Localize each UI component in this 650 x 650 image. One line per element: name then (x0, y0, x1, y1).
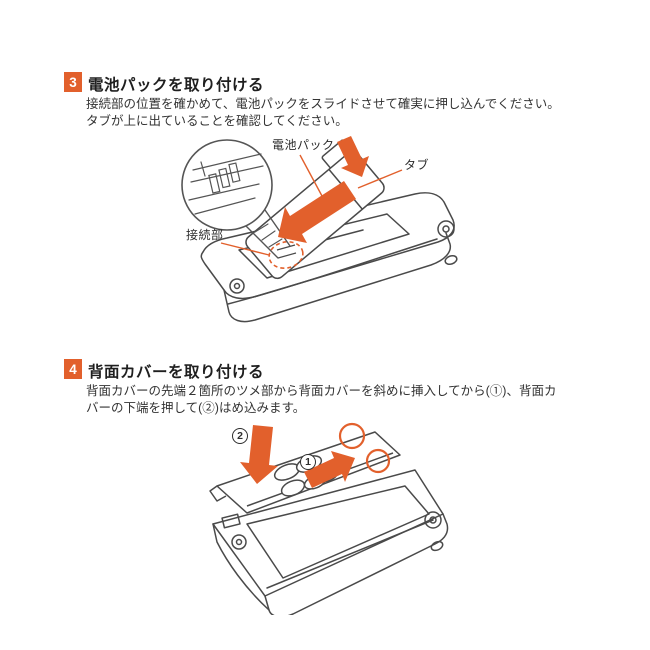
press-down-arrow (240, 425, 278, 484)
battery-label-line (299, 154, 323, 197)
instruction-line: タブが上に出ていることを確認してください。 (86, 114, 348, 128)
connector-label-line (220, 242, 270, 256)
instruction-line: 背面カバーの先端２箇所のツメ部から背面カバーを斜めに挿入してから(①)、背面カ (86, 384, 557, 398)
tab-label: タブ (404, 158, 430, 172)
connector-detail-lines (188, 153, 264, 215)
connector-area (268, 241, 304, 269)
back-cover-illustration (209, 422, 449, 615)
instruction-line: 接続部の位置を確かめて、電池パックをスライドさせて確実に押し込んでください。 (86, 97, 560, 111)
tab-highlight-circle-2 (365, 448, 391, 474)
step-3-number-badge: 3 (64, 72, 82, 92)
step-3-title: 電池パックを取り付ける (88, 77, 265, 94)
back-cover-diagram: 2 1 (195, 420, 480, 615)
step-1-marker: 1 (300, 454, 316, 470)
step-4-title: 背面カバーを取り付ける (88, 364, 265, 381)
battery-pack-label: 電池パック (272, 138, 335, 152)
instruction-line: バーの下端を押して(②)はめ込みます。 (86, 401, 306, 415)
slide-arrow-small (337, 136, 369, 177)
step-2-marker: 2 (232, 428, 248, 444)
step-4-number-badge: 4 (64, 359, 82, 379)
tab-label-line (357, 169, 403, 189)
phone-body-illustration (212, 469, 449, 615)
insertion-arrow-large (278, 181, 356, 243)
step-3-instructions: 接続部の位置を確かめて、電池パックをスライドさせて確実に押し込んでください。 タ… (86, 96, 560, 130)
battery-install-diagram: 電池パック タブ 接続部 (165, 128, 465, 340)
battery-install-illustration (181, 136, 458, 323)
step-4-instructions: 背面カバーの先端２箇所のツメ部から背面カバーを斜めに挿入してから(①)、背面カ … (86, 383, 556, 417)
label-leader-lines (220, 154, 403, 256)
insert-slide-arrow (304, 451, 355, 488)
tab-highlight-circle-1 (338, 422, 366, 450)
connector-highlight-circle (268, 241, 304, 269)
magnifier-inset (181, 139, 291, 259)
connector-label: 接続部 (186, 228, 224, 242)
